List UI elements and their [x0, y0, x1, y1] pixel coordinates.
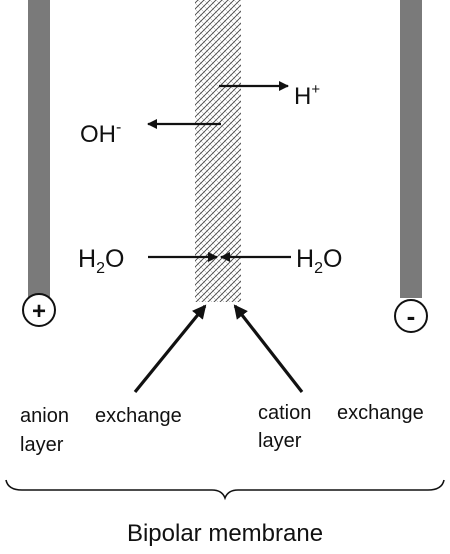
anion-label-word: anion [20, 405, 69, 427]
hydrogen-ion-label: H+ [294, 81, 320, 110]
grouping-brace [5, 479, 445, 501]
anode-electrode [28, 0, 50, 298]
water-right-label: H2O [296, 245, 342, 277]
water-left-label: H2O [78, 245, 124, 277]
cathode-electrode [400, 0, 422, 298]
cation-label-exchange: exchange [337, 402, 424, 424]
cation-label-word: cation [258, 402, 311, 424]
membrane [195, 0, 241, 302]
anode-sign-circle [22, 293, 56, 327]
anode-sign: + [32, 298, 46, 325]
hydroxide-ion-label: OH- [80, 119, 121, 148]
anion-label-layer: layer [20, 434, 64, 456]
cation-layer-pointer [233, 304, 304, 393]
caption: Bipolar membrane [127, 520, 323, 547]
anion-label-exchange: exchange [95, 405, 182, 427]
anion-layer-pointer [133, 304, 207, 394]
cathode-sign-circle [394, 299, 428, 333]
cation-label-layer: layer [258, 430, 302, 452]
cathode-sign: - [407, 301, 416, 331]
